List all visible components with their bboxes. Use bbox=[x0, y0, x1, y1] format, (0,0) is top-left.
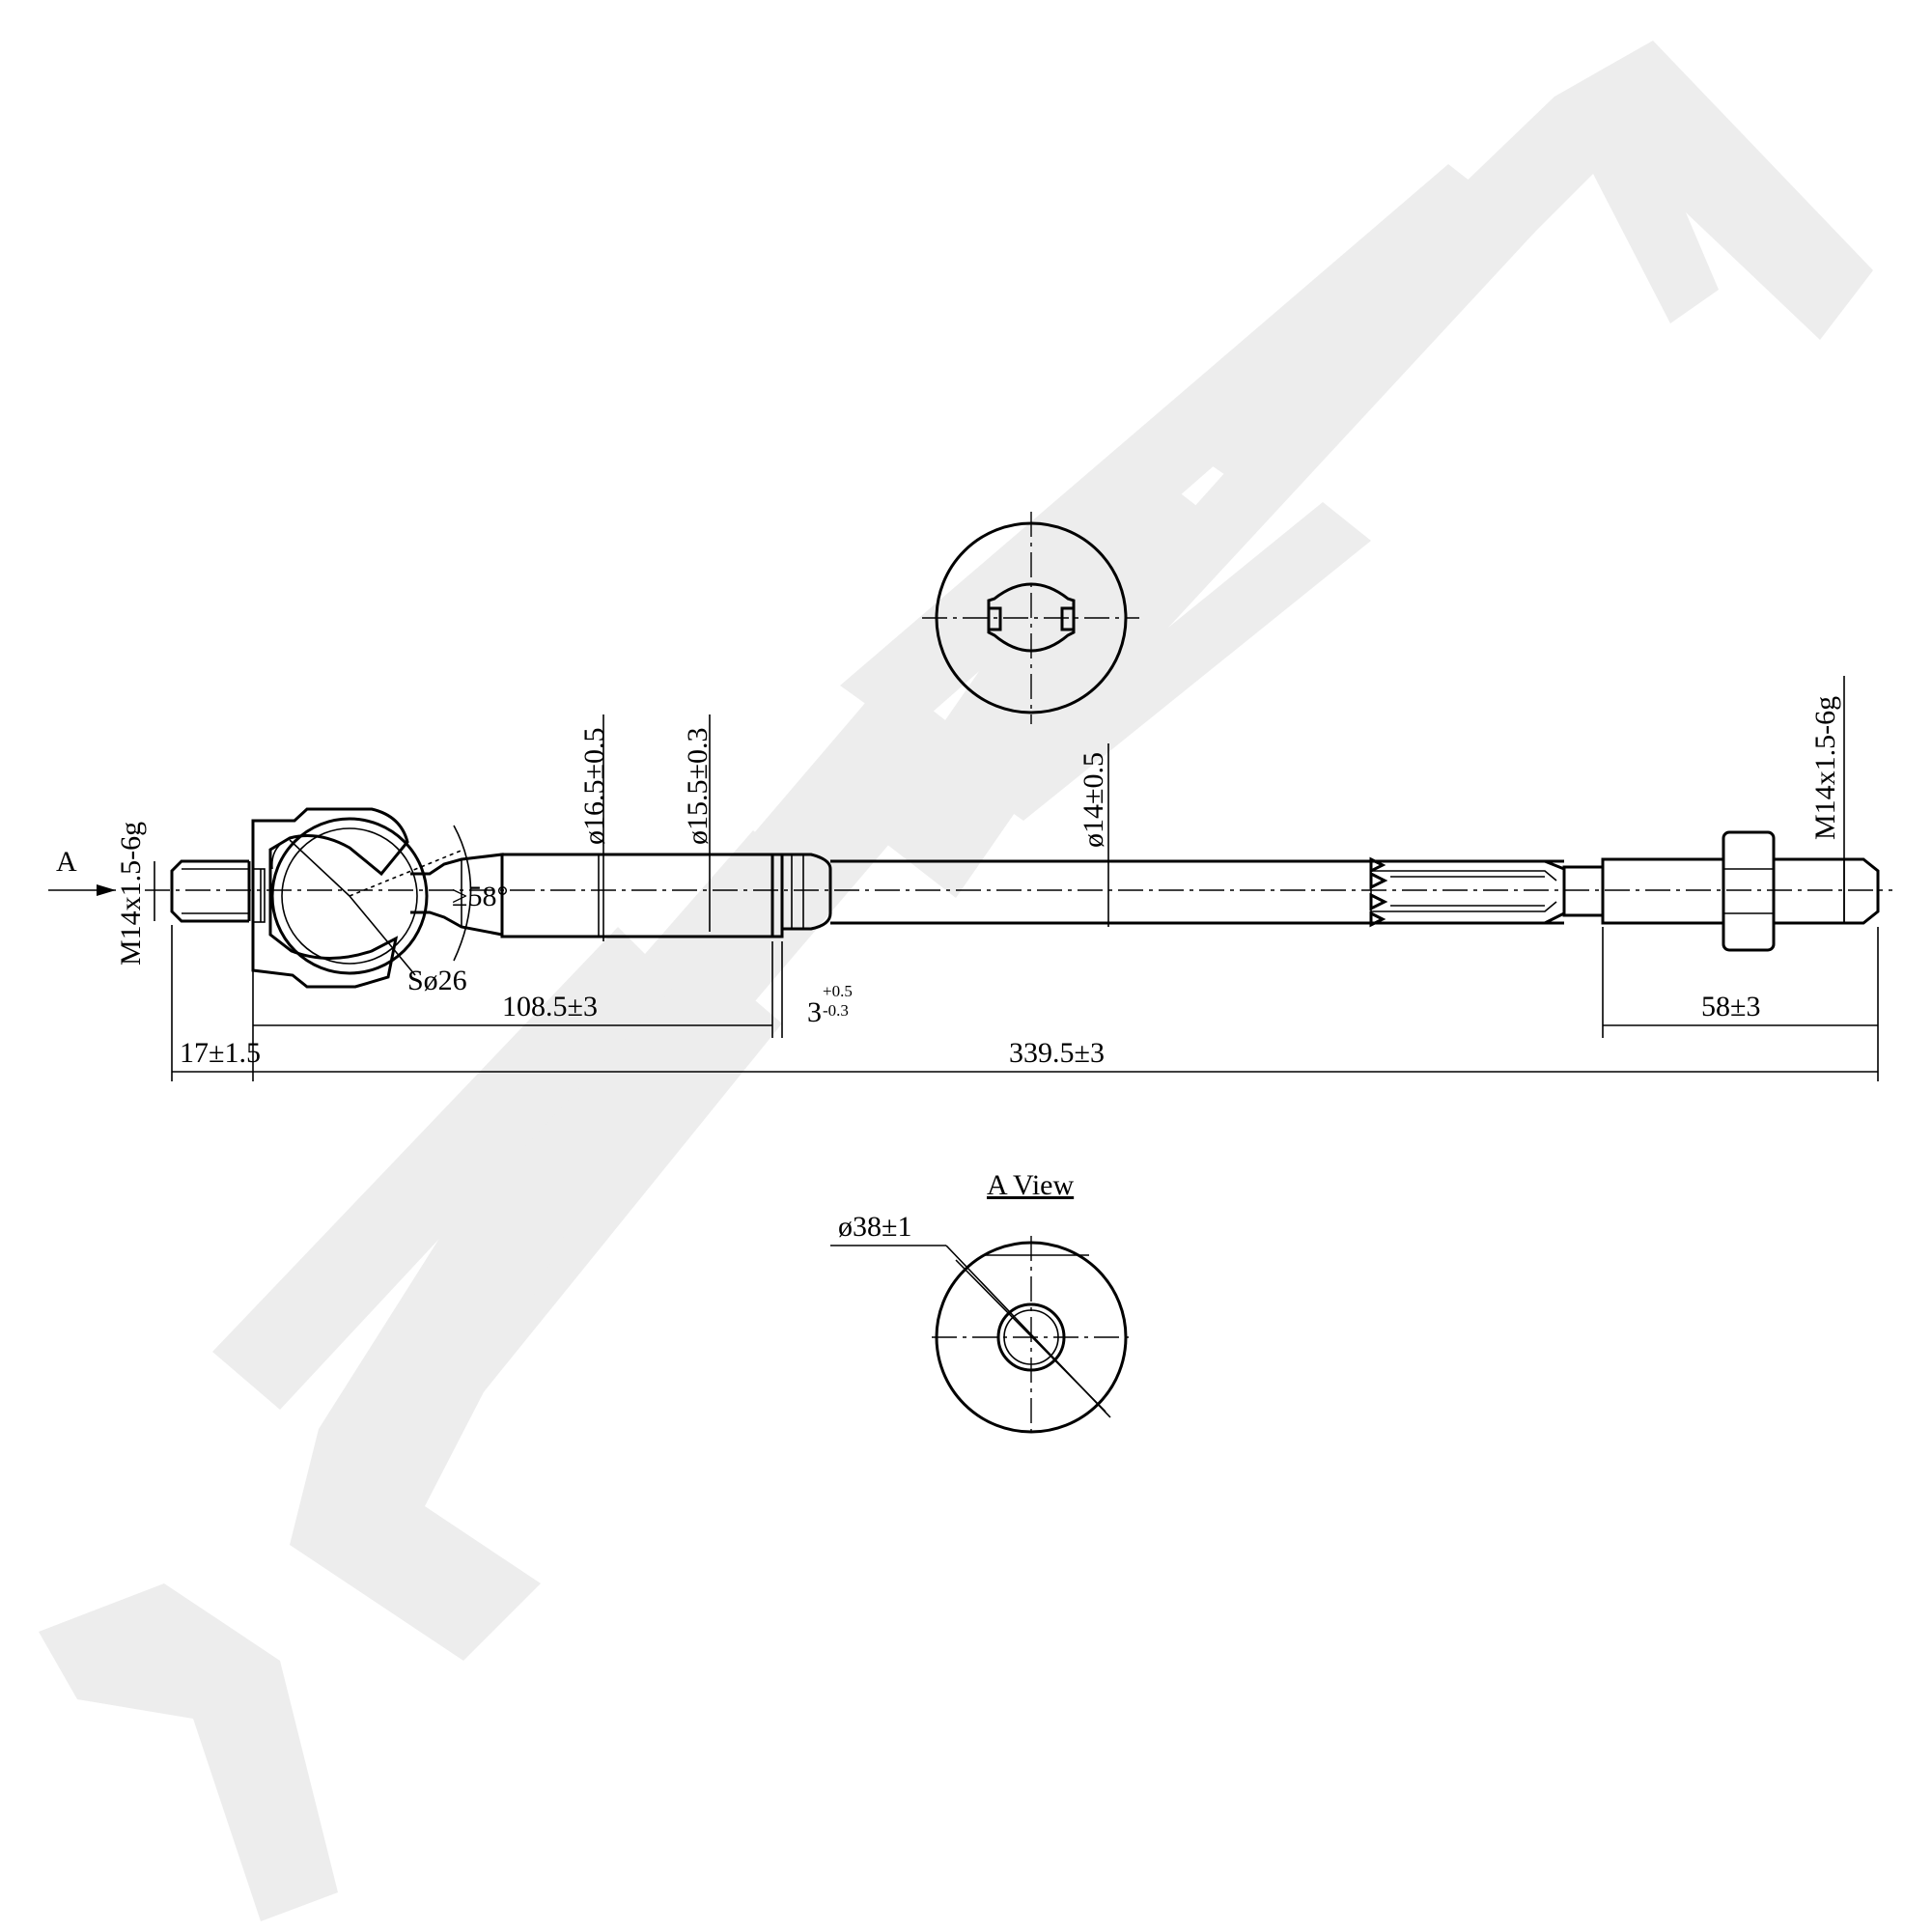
dim-len-3-minus: -0.3 bbox=[823, 1001, 849, 1020]
dim-dia-38: ø38±1 bbox=[838, 1211, 911, 1243]
right-thread-and-nut bbox=[1601, 830, 1880, 952]
ball-joint-housing bbox=[251, 807, 429, 989]
dim-dia-14: ø14±0.5 bbox=[1078, 752, 1109, 848]
sphere-leader bbox=[349, 895, 416, 976]
dim-sphere: Sø26 bbox=[407, 965, 467, 996]
a-view-title: A View bbox=[987, 1169, 1074, 1201]
dim-len-58: 58±3 bbox=[1701, 991, 1760, 1022]
dim-angle: ≥58° bbox=[452, 881, 508, 912]
view-arrow-label: A bbox=[56, 846, 77, 878]
a-view-circle bbox=[830, 1236, 1130, 1439]
watermark-logo bbox=[39, 41, 1873, 1921]
dim-len-108-5: 108.5±3 bbox=[502, 991, 598, 1022]
section-view-circle bbox=[922, 512, 1139, 724]
shaft-main-section bbox=[500, 853, 832, 938]
dim-thread-right: M14x1.5-6g bbox=[1809, 696, 1841, 840]
left-thread-stud bbox=[170, 859, 251, 923]
rack-shaft bbox=[830, 856, 1605, 928]
dim-thread-left: M14x1.5-6g bbox=[115, 822, 147, 966]
dim-len-17: 17±1.5 bbox=[180, 1037, 261, 1069]
dimension-lines bbox=[48, 676, 1879, 1256]
dim-dia-16-5: ø16.5±0.5 bbox=[578, 728, 610, 845]
dim-dia-15-5: ø15.5±0.3 bbox=[682, 728, 714, 845]
dim-len-3: 3 bbox=[807, 996, 822, 1028]
dim-len-339-5: 339.5±3 bbox=[1009, 1037, 1105, 1069]
dim-len-3-plus: +0.5 bbox=[823, 982, 853, 1000]
